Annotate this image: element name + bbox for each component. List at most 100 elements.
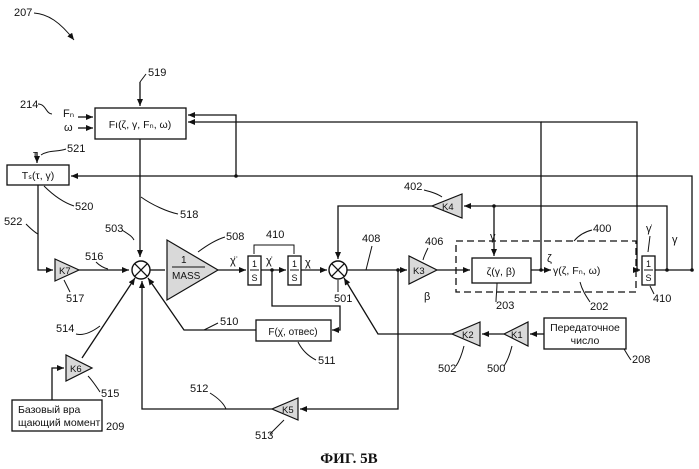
leader-513: [270, 420, 284, 434]
leader-515: [88, 376, 100, 392]
ref-522: 522: [4, 216, 22, 228]
mass-numerator: 1: [181, 255, 187, 266]
figure-pointer-arrow: [34, 13, 74, 40]
ref-408: 408: [362, 233, 380, 245]
signal-chi-dot: χ̇: [266, 255, 273, 267]
branch-gamma-out-a: [665, 268, 669, 272]
zeta-feedback-to-fi-wire: [188, 122, 541, 270]
leader-520: [44, 186, 74, 206]
leader-517: [64, 280, 70, 292]
ref-208: 208: [632, 354, 650, 366]
leader-516: [96, 262, 108, 269]
leader-503: [122, 230, 134, 240]
leader-406: [423, 248, 428, 260]
ref-402: 402: [404, 181, 422, 193]
leader-402: [424, 190, 442, 197]
base-torque-line2: щающий момент: [18, 417, 101, 429]
leader-519: [140, 74, 146, 82]
ref-503: 503: [105, 223, 123, 235]
k4-to-sum-wire: [338, 206, 432, 259]
signal-beta: β: [424, 291, 430, 303]
ref-511: 511: [318, 355, 336, 367]
figure-number: 207: [14, 7, 32, 19]
signal-gamma-in: γ: [490, 231, 496, 243]
ref-521: 521: [67, 143, 85, 155]
gamma-feedback-to-fi-wire: [188, 115, 236, 176]
signal-gamma-out: γ: [672, 234, 678, 246]
plumb-function-label: F(χ̇, отвес): [268, 327, 317, 338]
integrator-1-num: 1: [252, 259, 257, 269]
ref-518: 518: [180, 209, 198, 221]
base-to-k6-wire: [52, 368, 64, 400]
ref-519: 519: [148, 67, 166, 79]
signal-omega-input: ω: [64, 122, 73, 134]
ref-520: 520: [75, 201, 93, 213]
leader-408: [366, 246, 372, 270]
k6-to-sum-wire: [82, 278, 135, 358]
branch-gamma-zeta: [492, 204, 496, 208]
branch-gamma-fi: [234, 174, 238, 178]
ref-410-top: 410: [266, 229, 284, 241]
ref-502: 502: [438, 363, 456, 375]
leader-521: [41, 149, 66, 155]
ref-501: 501: [334, 293, 352, 305]
leader-214: [38, 104, 52, 114]
mass-gain-block: [167, 240, 218, 300]
leader-gamma-dot: [648, 236, 650, 252]
ref-515: 515: [101, 388, 119, 400]
fi-function-label: Fı(ζ, γ, Fₙ, ω): [109, 119, 172, 131]
integrator-2-den: S: [291, 273, 297, 283]
signal-chi: χ: [305, 257, 311, 269]
ref-406: 406: [425, 236, 443, 248]
ref-214: 214: [20, 99, 38, 111]
ref-510: 510: [220, 316, 238, 328]
signal-gamma-dot: γ̇: [646, 223, 653, 235]
integrator-2-num: 1: [292, 259, 297, 269]
gain-k1-label: K1: [511, 330, 523, 341]
leader-410-right: [650, 286, 654, 294]
ref-203: 203: [496, 300, 514, 312]
ref-209: 209: [106, 421, 124, 433]
gain-k5-label: K5: [282, 405, 294, 416]
leader-512: [210, 393, 226, 409]
bracket-410-top: [254, 245, 294, 254]
gain-k2-label: K2: [462, 330, 474, 341]
plumb-to-sum-wire: [148, 278, 256, 330]
leader-510: [204, 323, 218, 330]
gear-ratio-line1: Передаточное: [550, 322, 620, 334]
ts-function-label: Tₛ(τ, γ): [22, 170, 55, 182]
gain-k7-label: K7: [59, 266, 71, 277]
ref-400: 400: [593, 223, 611, 235]
ref-410-right: 410: [653, 293, 671, 305]
figure-caption: ФИГ. 5B: [320, 451, 377, 467]
leader-400: [574, 230, 592, 241]
ref-516: 516: [85, 251, 103, 263]
ref-202: 202: [590, 301, 608, 313]
ref-513: 513: [255, 430, 273, 442]
base-torque-line1: Базовый вра: [18, 404, 80, 416]
ref-512: 512: [190, 383, 208, 395]
leader-208: [624, 349, 631, 360]
leader-514: [76, 326, 100, 335]
mass-denominator: MASS: [172, 271, 201, 282]
leader-511: [298, 342, 316, 360]
leader-502: [456, 346, 464, 366]
gamma-dot-to-k5-wire: [300, 330, 398, 409]
gear-ratio-line2: число: [571, 335, 600, 347]
integrator-3-den: S: [645, 273, 651, 283]
gain-k4-label: K4: [442, 202, 454, 213]
ref-517: 517: [66, 293, 84, 305]
leader-518: [141, 197, 178, 214]
integrator-3-num: 1: [646, 259, 651, 269]
signal-zeta: ζ: [547, 253, 552, 265]
gamma-dot-feedback-wire: [541, 122, 637, 270]
gamma-function-label: γ(ζ, Fₙ, ω): [553, 265, 600, 277]
signal-fn-input: Fₙ: [63, 108, 74, 120]
leader-508: [198, 237, 225, 252]
gain-k6-label: K6: [70, 364, 82, 375]
signal-chi-ddot: χ̈: [230, 255, 238, 267]
ts-to-k7-wire: [38, 185, 53, 270]
ref-514: 514: [56, 323, 74, 335]
